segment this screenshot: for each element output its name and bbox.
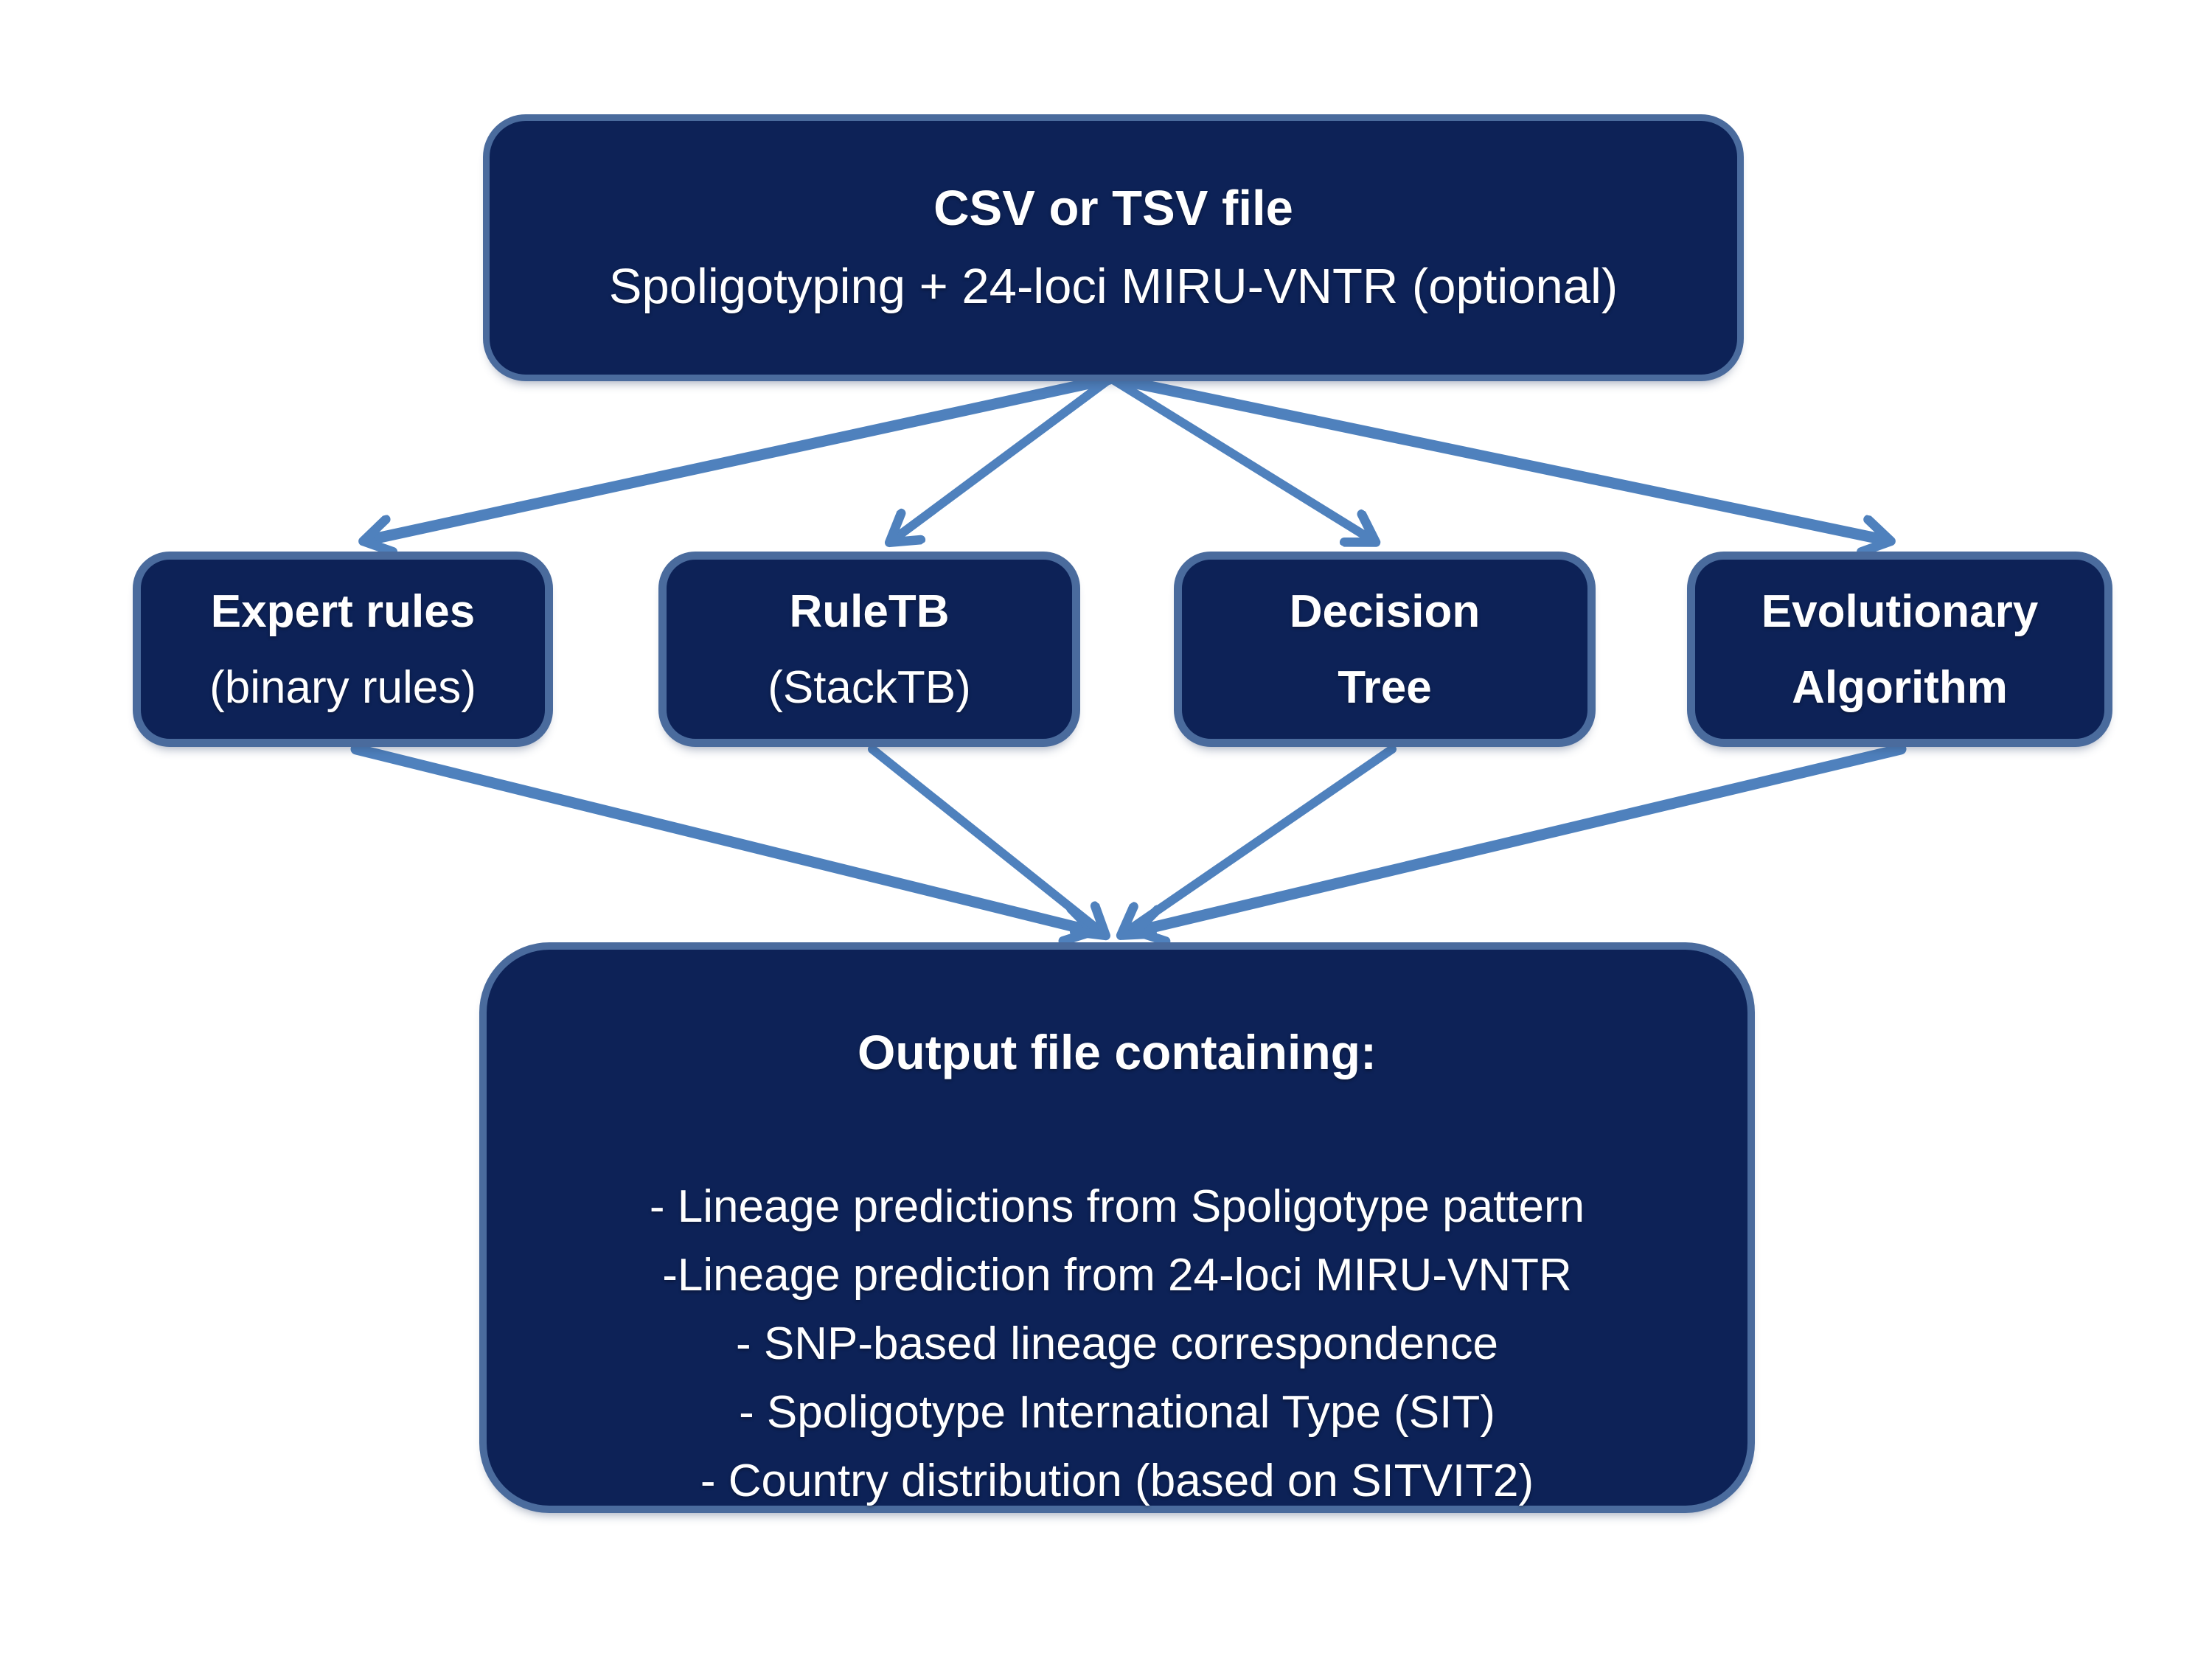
output-item: - Lineage predictions from Spoligotype p… (649, 1181, 1585, 1232)
output-item: - Country distribution (based on SITVIT2… (700, 1455, 1534, 1506)
input-file-box: CSV or TSV file Spoligotyping + 24-loci … (483, 114, 1744, 381)
method-title: RuleTB (789, 585, 950, 637)
arrow-ruletb-to-output (868, 745, 1103, 933)
input-file-subtitle: Spoligotyping + 24-loci MIRU-VNTR (optio… (608, 259, 1618, 314)
method-box-expert-rules: Expert rules (binary rules) (133, 552, 553, 747)
arrow-input-to-ruletb (892, 375, 1114, 540)
input-file-title: CSV or TSV file (933, 181, 1293, 236)
arrow-input-to-expert-rules (366, 373, 1116, 540)
arrows-methods-to-output (350, 743, 1907, 933)
method-box-evolutionary-algorithm: Evolutionary Algorithm (1687, 552, 2112, 747)
method-title: Expert rules (210, 585, 476, 637)
arrow-input-to-evolutionary (1109, 373, 1888, 540)
output-item: - Spoligotype International Type (SIT) (739, 1387, 1495, 1438)
method-box-ruletb: RuleTB (StackTB) (658, 552, 1080, 747)
method-title: Decision (1289, 585, 1481, 637)
method-box-decision-tree: Decision Tree (1174, 552, 1596, 747)
output-box-title: Output file containing: (858, 1025, 1377, 1079)
output-item: -Lineage prediction from 24-loci MIRU-VN… (662, 1250, 1572, 1301)
method-title-line2: Algorithm (1792, 661, 2008, 713)
arrow-evolutionary-to-output (1139, 743, 1907, 931)
arrow-input-to-decision-tree (1107, 375, 1373, 540)
output-file-box: Output file containing: - Lineage predic… (479, 942, 1755, 1513)
method-subtitle: (binary rules) (209, 661, 476, 713)
output-item: - SNP-based lineage correspondence (736, 1318, 1498, 1369)
arrows-input-to-methods (366, 373, 1888, 540)
method-subtitle: (StackTB) (768, 661, 971, 713)
arrow-expert-rules-to-output (350, 743, 1090, 931)
output-item-list: - Lineage predictions from Spoligotype p… (650, 1172, 1585, 1515)
arrow-decision-tree-to-output (1124, 745, 1397, 933)
method-title-line2: Tree (1338, 661, 1432, 713)
method-title: Evolutionary (1761, 585, 2039, 637)
